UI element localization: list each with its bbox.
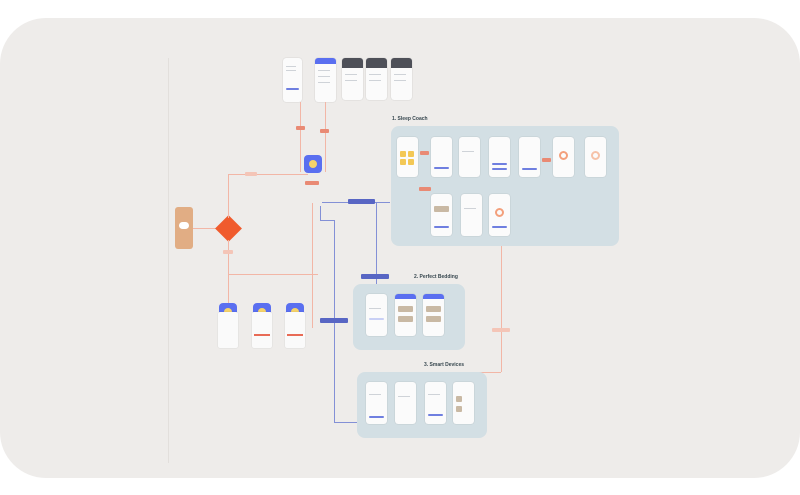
screen (431, 137, 452, 177)
connector-label (245, 172, 257, 176)
screen-top-5 (391, 58, 412, 100)
connector-label (419, 187, 431, 191)
onboarding-screen-1 (218, 312, 238, 348)
hub-screen (304, 155, 322, 173)
progress-ring-icon (591, 151, 600, 160)
group-sleep-coach (391, 126, 619, 246)
screen-top-4 (366, 58, 387, 100)
screen (453, 382, 474, 424)
screen-top-3 (342, 58, 363, 100)
moon-icon (309, 160, 317, 168)
screen (459, 137, 480, 177)
screen (461, 194, 482, 236)
connector (300, 102, 301, 172)
connector (228, 174, 229, 218)
screen (397, 137, 418, 177)
blue-connector-label (320, 318, 348, 323)
blue-connector (376, 202, 377, 314)
connector-label (492, 328, 510, 332)
start-screen (175, 207, 193, 249)
cloud-icon (179, 222, 189, 229)
screen (585, 137, 606, 177)
connector-label (420, 151, 429, 155)
group-title-smart-devices: 3. Smart Devices (424, 362, 465, 368)
onboarding-screen-3 (285, 312, 305, 348)
screen (431, 194, 452, 236)
screen (395, 382, 416, 424)
screen (553, 137, 574, 177)
screen (489, 137, 510, 177)
blue-connector (320, 220, 334, 221)
connector-label (305, 181, 319, 185)
screen (366, 382, 387, 424)
connector (228, 174, 308, 175)
screen (425, 382, 446, 424)
progress-ring-icon (495, 208, 504, 217)
connector-label (296, 126, 305, 130)
connector-label (542, 158, 551, 162)
screen-top-2 (315, 58, 336, 102)
blue-connector (320, 206, 321, 220)
group-title-sleep-coach: 1. Sleep Coach (392, 116, 428, 122)
connector-label (320, 129, 329, 133)
screen (395, 294, 416, 336)
screen (366, 294, 387, 336)
blue-connector-label (348, 199, 375, 204)
screen (519, 137, 540, 177)
group-smart-devices (357, 372, 487, 438)
screen (423, 294, 444, 336)
connector (325, 102, 326, 172)
onboarding-screen-2 (252, 312, 272, 348)
connector (312, 203, 313, 328)
blue-connector-label (361, 274, 389, 279)
connector (501, 246, 502, 372)
decision-diamond-icon (215, 215, 242, 242)
connector-label (223, 250, 233, 254)
left-guide-line (168, 58, 169, 463)
screen-top-1 (283, 58, 302, 102)
group-title-perfect-bedding: 2. Perfect Bedding (414, 274, 458, 280)
group-perfect-bedding (353, 284, 465, 350)
blue-connector (334, 422, 364, 423)
progress-ring-icon (559, 151, 568, 160)
connector (193, 228, 218, 229)
diagram-canvas: 1. Sleep Coach 2. Perfect Bedding 3. Sma… (0, 18, 800, 478)
connector (228, 274, 318, 275)
screen (489, 194, 510, 236)
connector (228, 240, 229, 304)
